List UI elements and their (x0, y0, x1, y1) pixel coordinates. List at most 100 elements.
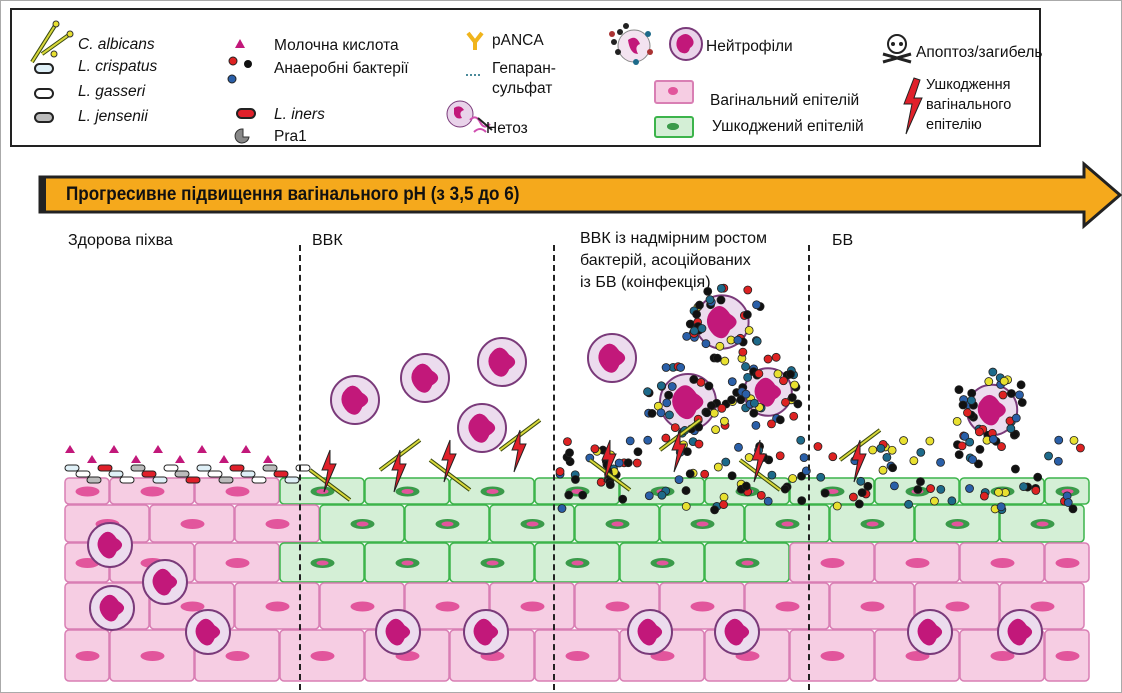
cell-nucleus (140, 486, 165, 497)
anaerobic-bacterium (681, 502, 691, 511)
neutrophil-nucleus (195, 618, 221, 646)
epithelial-damage-lightning (321, 449, 337, 493)
anaerobic-bacterium (996, 502, 1006, 512)
anaerobic-bacterium (689, 375, 699, 384)
anaerobic-bacterium (1054, 435, 1064, 445)
anaerobic-bacterium (975, 444, 985, 454)
anaerobic-bacterium (876, 443, 886, 453)
anaerobic-bacterium (775, 415, 785, 425)
cell-nucleus (310, 651, 335, 661)
anaerobic-bacterium (763, 496, 773, 506)
anaerobic-bacterium (682, 447, 692, 457)
anaerobic-bacterium (702, 408, 712, 418)
rod-bacterium-white-icon (34, 88, 54, 99)
anaerobic-bacterium (647, 408, 657, 418)
anaerobic-bacterium (736, 395, 746, 405)
anaerobic-bacterium (727, 471, 737, 481)
cell-nucleus-inner (741, 560, 754, 566)
anaerobic-bacterium (960, 431, 970, 441)
pink-cell-icon (654, 80, 694, 104)
cell-nucleus (265, 601, 290, 612)
anaerobic-bacterium (565, 448, 574, 458)
cell-nucleus (565, 651, 590, 661)
lactic-acid-triangle (87, 455, 97, 463)
anaerobic-bacterium (750, 398, 759, 408)
anaerobic-bacterium (974, 459, 983, 469)
candida-hypha (739, 459, 781, 491)
anaerobic-bacterium (711, 425, 720, 435)
cell-nucleus (820, 651, 845, 661)
neutrophil-nucleus (977, 394, 1006, 426)
lactobacillus-rod (141, 470, 157, 478)
anaerobic-bacterium (695, 300, 704, 310)
anaerobic-bacterium (1019, 482, 1028, 492)
anaerobic-bacterium (1069, 435, 1079, 445)
anaerobic-bacterium (710, 505, 719, 515)
legend-label-heparan-1: Гепаран- (492, 60, 556, 77)
cell-nucleus-inner (571, 560, 584, 566)
neutrophil-nucleus (473, 618, 499, 646)
cell-nucleus-inner (401, 489, 414, 494)
candida-hypha (309, 469, 351, 501)
anaerobic-bacterium (998, 390, 1008, 400)
anaerobic-bacterium (751, 420, 761, 430)
anaerobic-bacterium (661, 363, 671, 372)
anaerobic-bacterium (741, 389, 751, 399)
legend-label-damage-1: Ушкодження (926, 77, 1011, 93)
anaerobic-bacterium (743, 285, 753, 295)
skull-icon (882, 34, 912, 64)
anaerobic-bacterium (701, 339, 711, 349)
anaerobic-bacterium (1011, 464, 1020, 474)
anaerobic-bacterium (1053, 456, 1063, 466)
lactic-acid-triangle (263, 455, 273, 463)
neutrophil-nucleus (411, 363, 439, 393)
anaerobic-bacterium (786, 369, 795, 379)
dotted-line-icon (466, 74, 480, 76)
anaerobic-bacterium (790, 380, 799, 390)
green-cell-icon (654, 116, 694, 138)
cell-nucleus (140, 651, 165, 661)
anaerobic-bacterium (916, 447, 926, 457)
anaerobic-bacterium (1017, 398, 1027, 407)
cell-nucleus (1055, 651, 1080, 661)
anaerobic-bacterium (670, 423, 680, 432)
cell-nucleus (75, 486, 100, 497)
coinfection-line-3: із БВ (коінфекція) (580, 274, 711, 291)
anaerobic-bacterium (717, 403, 727, 413)
cell-nucleus (180, 601, 205, 612)
cell-nucleus (265, 519, 290, 529)
anaerobic-bacterium (703, 287, 713, 296)
cell-nucleus (180, 519, 205, 529)
anaerobic-bacterium (716, 295, 726, 305)
anaerobic-bacterium (676, 363, 686, 372)
anaerobic-bacterium (1044, 451, 1053, 461)
ph-arrow (38, 160, 1122, 230)
anaerobic-bacterium (952, 416, 962, 426)
anaerobic-bacterium (644, 491, 654, 501)
anaerobic-bacterium (692, 309, 702, 319)
epithelial-damage-lightning (441, 439, 457, 483)
anaerobic-bacterium (743, 373, 753, 382)
lactobacillus-rod (284, 476, 300, 484)
lactobacillus-rod (174, 470, 190, 478)
epithelial-damage-lightning (601, 439, 617, 483)
anaerobic-bacterium (590, 444, 600, 454)
anaerobic-bacterium (904, 499, 913, 509)
legend-label-damaged-epithelium: Ушкоджений епітелій (712, 118, 864, 135)
anaerobic-bacterium (656, 408, 666, 418)
cell-nucleus (990, 558, 1015, 568)
lactobacillus-rod (119, 476, 135, 484)
legend-label-l-iners: L. iners (274, 106, 325, 123)
legend-label-anaerobic-bacteria: Анаеробні бактерії (274, 60, 409, 77)
lactobacillus-rod (185, 476, 201, 484)
lactobacillus-rod (152, 476, 168, 484)
anaerobic-bacterium (820, 488, 830, 498)
anaerobic-bacterium (1016, 380, 1026, 390)
anaerobic-bacterium (719, 492, 729, 502)
anaerobic-bacterium (682, 331, 692, 341)
anaerobic-bacterium (614, 458, 624, 468)
anaerobic-bacterium (957, 441, 967, 451)
lactic-acid-triangle (65, 445, 75, 453)
anaerobic-bacterium (925, 436, 935, 446)
anaerobic-bacterium (868, 445, 878, 455)
